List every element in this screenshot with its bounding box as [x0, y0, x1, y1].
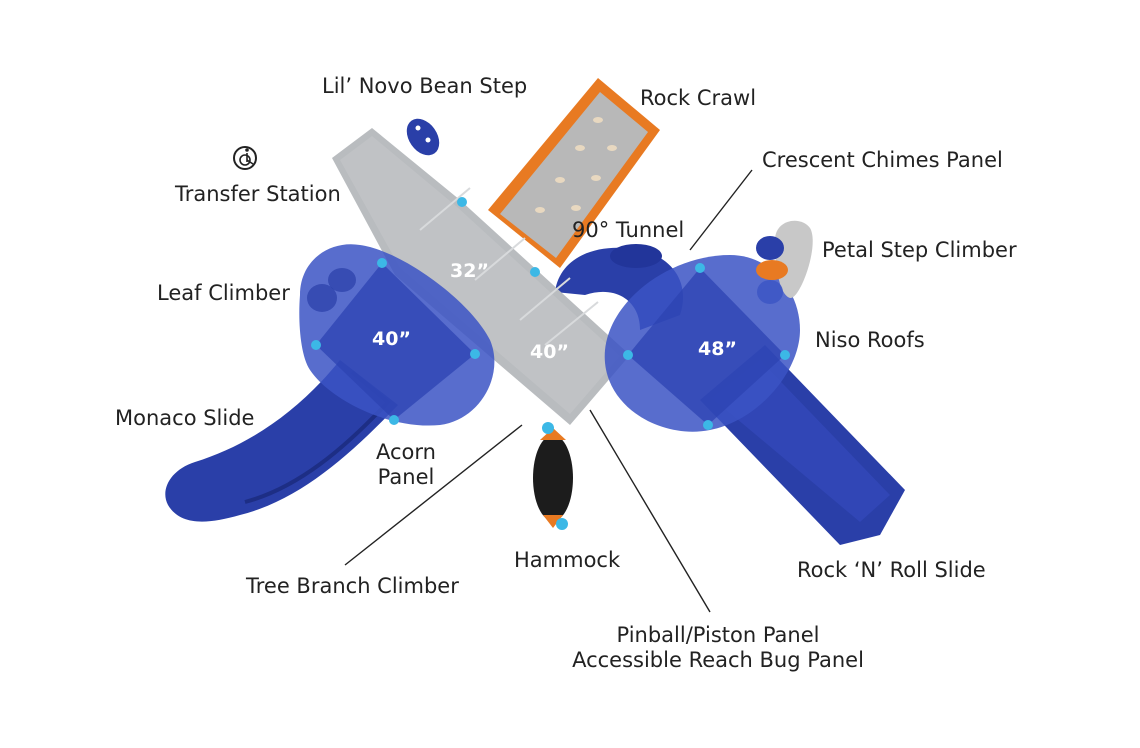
- deck-32-label: 32”: [450, 260, 489, 282]
- label-niso-roofs: Niso Roofs: [815, 328, 925, 352]
- label-acorn-line2: Panel: [377, 465, 435, 490]
- deck-40-left-label: 40”: [372, 328, 411, 350]
- leaf-climber: [307, 268, 356, 312]
- label-hammock: Hammock: [514, 548, 621, 572]
- rock-crawl: [488, 78, 660, 268]
- deck-40-mid-label: 40”: [530, 341, 569, 363]
- niso-roof-right: [604, 255, 800, 432]
- label-pinball-panel: Pinball/Piston Panel Accessible Reach Bu…: [568, 623, 868, 673]
- label-monaco-slide: Monaco Slide: [115, 406, 255, 430]
- petal-step-climber: [756, 220, 813, 304]
- label-bean-step: Lil’ Novo Bean Step: [322, 74, 528, 98]
- leader-crescent-chimes: [689, 169, 753, 251]
- label-transfer-station: Transfer Station: [175, 182, 341, 206]
- label-crescent-chimes: Crescent Chimes Panel: [762, 148, 1003, 172]
- label-tunnel: 90° Tunnel: [572, 218, 685, 242]
- hammock: [533, 422, 573, 530]
- label-leaf-climber: Leaf Climber: [157, 281, 290, 305]
- label-pinball-line2: Accessible Reach Bug Panel: [572, 648, 864, 673]
- grey-deck-band: [332, 128, 630, 425]
- bean-step: [406, 118, 440, 156]
- deck-48-label: 48”: [698, 338, 737, 360]
- label-tree-branch: Tree Branch Climber: [246, 574, 459, 598]
- label-rock-roll-slide: Rock ‘N’ Roll Slide: [797, 558, 986, 582]
- leader-pinball: [589, 409, 711, 613]
- leader-lines: [344, 169, 753, 613]
- label-petal-step: Petal Step Climber: [822, 238, 1017, 262]
- leader-tree-branch: [344, 424, 523, 566]
- label-acorn-line1: Acorn: [376, 440, 436, 464]
- label-pinball-line1: Pinball/Piston Panel: [616, 623, 820, 647]
- posts: [311, 197, 790, 430]
- label-acorn-panel: Acorn Panel: [370, 440, 442, 490]
- wheelchair-transfer-icon: [233, 146, 257, 170]
- label-rock-crawl: Rock Crawl: [640, 86, 757, 110]
